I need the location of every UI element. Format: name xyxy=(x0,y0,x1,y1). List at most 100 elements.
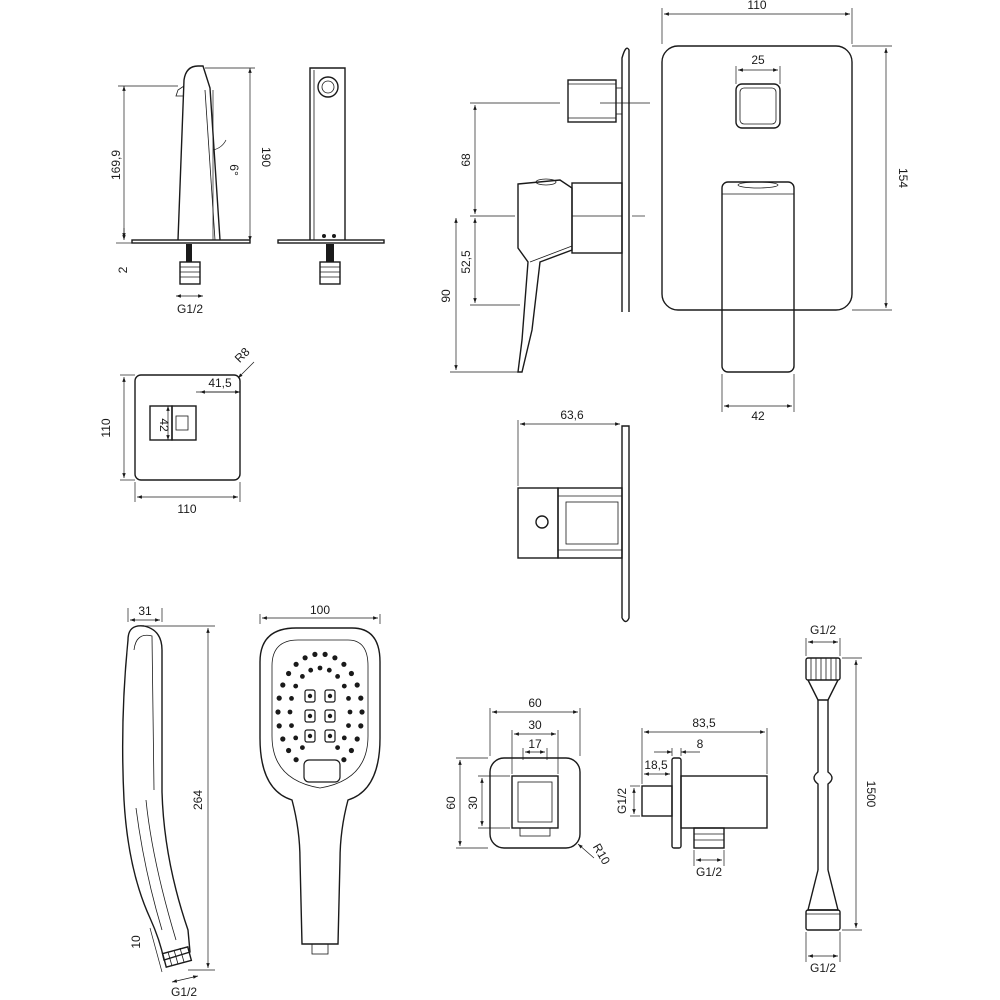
dim-wallconn-depth: 83,5 xyxy=(692,716,716,730)
handshower-head xyxy=(259,627,381,945)
dim-mixer-plate-width: 110 xyxy=(747,0,766,12)
nozzle-dot xyxy=(287,709,293,715)
wall-connector-plate xyxy=(489,757,581,849)
mixer-lever xyxy=(517,179,573,373)
nozzle-dot xyxy=(348,670,354,677)
mixer-wall-plate xyxy=(621,47,630,312)
nozzle-dot xyxy=(312,651,318,658)
hose-tube xyxy=(813,700,833,870)
dim-mixer-button-width: 25 xyxy=(751,53,765,67)
nozzle-dot xyxy=(317,665,323,671)
spout-plate xyxy=(134,374,241,481)
hose-view: G1/2 1500 G1/2 xyxy=(805,623,878,975)
dim-handshower-depth: 31 xyxy=(138,604,152,618)
wall-connector-side-plate xyxy=(671,757,682,849)
dim-spout-plate-radius: R8 xyxy=(232,345,253,366)
nozzle-dot xyxy=(332,655,338,661)
nozzle-dot xyxy=(341,735,347,741)
center-nozzle-dot xyxy=(327,693,333,699)
dim-spout-plate-offset: 41,5 xyxy=(208,376,232,390)
mixer-handle xyxy=(721,181,795,373)
nozzle-dot xyxy=(358,695,364,701)
label-handshower-thread: G1/2 xyxy=(171,985,197,999)
label-wallconn-thread-inlet: G1/2 xyxy=(615,788,629,814)
nozzle-dot xyxy=(359,709,365,715)
nozzle-dot xyxy=(346,696,351,701)
spout-front-body xyxy=(309,67,346,240)
dim-spout-plate-width: 110 xyxy=(177,502,196,516)
nozzle-dot xyxy=(322,651,328,658)
nozzle-dot xyxy=(308,667,314,673)
dim-wallconn-plate-thickness: 8 xyxy=(697,737,704,751)
handshower-side-view: 31 264 10 G1/2 xyxy=(121,604,215,999)
nozzle-dot xyxy=(300,674,305,679)
dim-wallconn-width: 60 xyxy=(528,696,542,710)
nozzle-dot xyxy=(275,709,281,715)
nozzle-dot xyxy=(276,723,282,729)
nozzle-dot xyxy=(302,655,308,661)
nozzle-dot xyxy=(326,667,332,673)
dim-wallconn-radius: R10 xyxy=(590,841,613,867)
spray-mode-button xyxy=(303,759,341,783)
dim-spout-total-height: 190 xyxy=(259,147,273,167)
nozzle-dot xyxy=(280,736,286,742)
center-nozzle-dot xyxy=(327,713,333,719)
nozzle-pattern xyxy=(275,651,365,763)
dim-wallconn-outlet-width: 17 xyxy=(528,737,542,751)
nozzle-dot xyxy=(335,745,340,750)
label-wallconn-thread-outlet: G1/2 xyxy=(696,865,722,879)
diverter-button xyxy=(735,83,781,129)
dim-mixer-plate-height: 154 xyxy=(896,168,910,188)
dim-spout-plate-height: 110 xyxy=(99,418,113,437)
spout-thread-connector xyxy=(179,261,201,285)
nozzle-dot xyxy=(293,683,299,689)
dim-wallconn-height: 60 xyxy=(444,796,458,810)
handshower-front-view: 100 xyxy=(259,603,381,955)
spout-side-view: 169,9 190 6° 2 G1/2 xyxy=(109,65,273,316)
center-nozzle-dot xyxy=(307,733,313,739)
nozzle-dot xyxy=(335,674,340,679)
label-spout-thread: G1/2 xyxy=(177,302,203,316)
label-hose-thread-bottom: G1/2 xyxy=(810,961,836,975)
nozzle-dot xyxy=(293,661,299,667)
dim-wallconn-inner-width: 30 xyxy=(528,718,542,732)
nozzle-dot xyxy=(341,683,347,689)
mixer-front-view: 110 25 154 42 xyxy=(661,0,910,423)
nozzle-dot xyxy=(341,757,347,763)
spout-body xyxy=(177,65,221,241)
label-hose-thread-top: G1/2 xyxy=(810,623,836,637)
mixer-cover-plate xyxy=(661,45,853,311)
dim-handshower-neck: 10 xyxy=(129,935,143,949)
dim-mixer-total-offset: 90 xyxy=(439,289,453,303)
nozzle-dot xyxy=(286,670,292,677)
mixer-top-plate xyxy=(621,425,630,623)
mixer-side-view: 68 52,5 90 xyxy=(439,47,650,373)
nozzle-dot xyxy=(293,757,299,763)
dim-mixer-depth: 63,6 xyxy=(560,408,584,422)
nozzle-dot xyxy=(341,661,347,667)
hose-bottom-nut xyxy=(805,909,841,931)
spout-front-view xyxy=(277,67,385,285)
dim-hose-length: 1500 xyxy=(864,781,878,808)
hose-top-nut xyxy=(805,657,841,681)
dim-wallconn-body-offset: 18,5 xyxy=(644,758,668,772)
nozzle-dot xyxy=(347,709,353,715)
wall-connector-front-view: 60 30 17 60 30 R10 xyxy=(444,696,613,867)
dim-mixer-handle-width: 42 xyxy=(751,409,765,423)
center-nozzle-dot xyxy=(327,733,333,739)
dim-spout-outlet-width: 42 xyxy=(157,418,171,432)
dim-wallconn-inner-height: 30 xyxy=(466,796,480,810)
center-nozzle-dot xyxy=(307,693,313,699)
mixer-top-view: 63,6 xyxy=(517,408,630,623)
wall-connector-side-view: 83,5 8 18,5 G1/2 G1/2 xyxy=(615,716,768,879)
nozzle-dot xyxy=(280,682,286,688)
nozzle-dot xyxy=(354,736,360,742)
nozzle-dot xyxy=(289,723,294,728)
nozzle-dot xyxy=(276,695,282,701)
dim-spout-angle: 6° xyxy=(227,164,241,176)
spout-plate-top-view: R8 41,5 42 110 110 xyxy=(99,345,255,516)
dim-mixer-upper-offset: 68 xyxy=(459,153,473,167)
nozzle-dot xyxy=(289,696,294,701)
